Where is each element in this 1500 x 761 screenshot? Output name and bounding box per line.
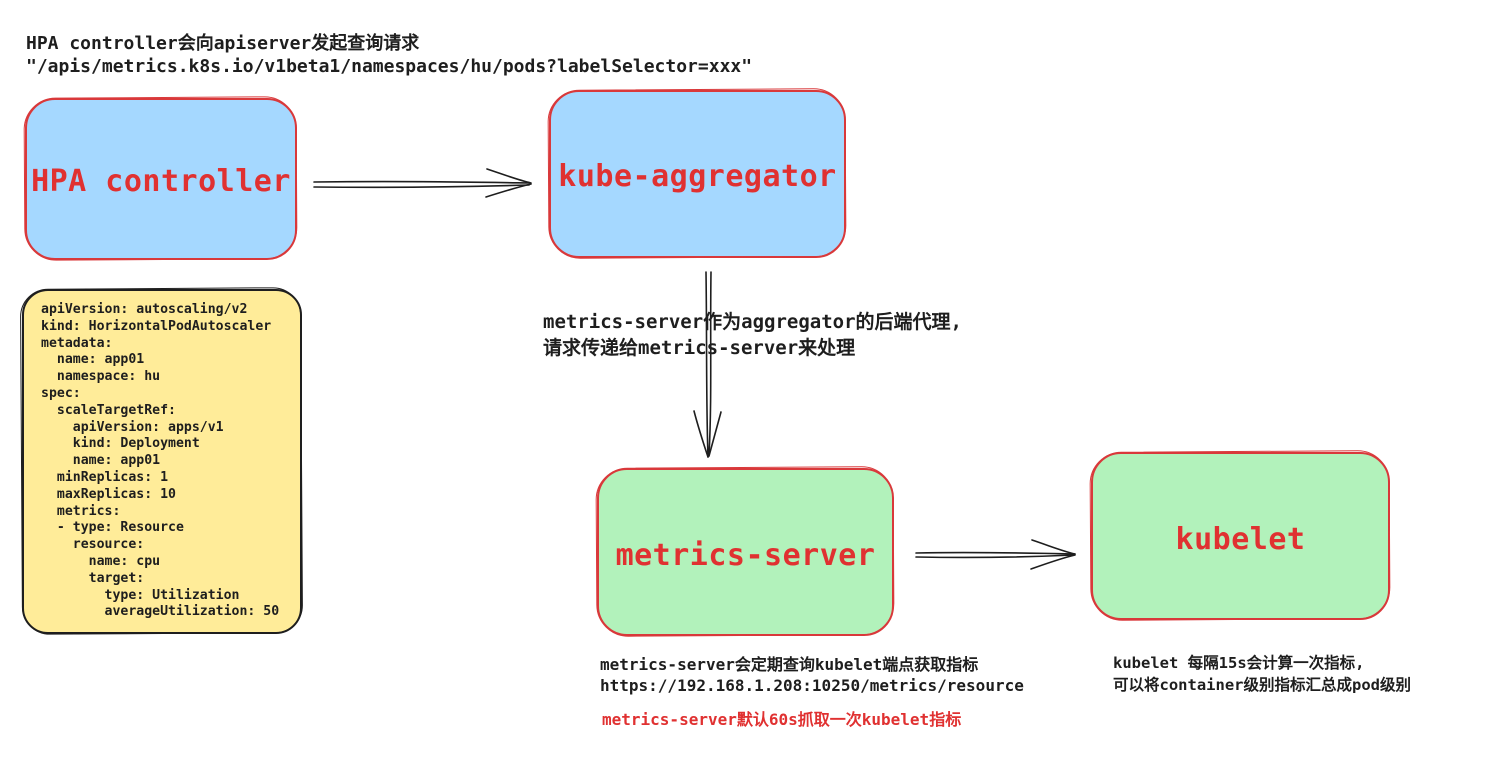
yaml-line: maxReplicas: 10 <box>41 486 176 502</box>
yaml-line: - type: Resource <box>41 520 184 536</box>
yaml-line: name: app01 <box>41 453 161 469</box>
metrics-server-note-line-2: https://192.168.1.208:10250/metrics/reso… <box>600 676 1024 695</box>
yaml-line: metadata: <box>41 335 113 351</box>
hpa-yaml-note: apiVersion: autoscaling/v2 kind: Horizon… <box>19 287 304 635</box>
yaml-line: metrics: <box>41 503 121 519</box>
hpa-yaml-code: apiVersion: autoscaling/v2 kind: Horizon… <box>41 302 279 621</box>
kube-aggregator-label: kube-aggregator <box>558 159 837 194</box>
header-line-1: HPA controller会向apiserver发起查询请求 <box>26 33 420 54</box>
aggregator-note-line-2: 请求传递给metrics-server来处理 <box>543 337 856 359</box>
kubelet-note-line-1: kubelet 每隔15s会计算一次指标, <box>1113 654 1365 672</box>
yaml-line: minReplicas: 1 <box>41 469 169 485</box>
yaml-line: name: cpu <box>41 553 161 569</box>
yaml-line: apiVersion: autoscaling/v2 <box>41 302 248 317</box>
yaml-line: type: Utilization <box>41 587 240 603</box>
hpa-controller-label: HPA controller <box>31 164 291 199</box>
header-line-2: "/apis/metrics.k8s.io/v1beta1/namespaces… <box>26 56 753 77</box>
aggregator-note-line-1: metrics-server作为aggregator的后端代理, <box>543 311 962 333</box>
hpa-controller-node[interactable]: HPA controller <box>23 96 298 261</box>
metrics-server-interval-note: metrics-server默认60s抓取一次kubelet指标 <box>602 710 962 729</box>
yaml-line: kind: HorizontalPodAutoscaler <box>41 318 272 334</box>
kubelet-note-line-2: 可以将container级别指标汇总成pod级别 <box>1113 676 1411 694</box>
yaml-line: name: app01 <box>41 352 145 368</box>
metrics-server-node[interactable]: metrics-server <box>595 466 895 637</box>
yaml-line: resource: <box>41 537 145 553</box>
arrow-hpa-to-aggregator <box>313 168 532 198</box>
yaml-line: scaleTargetRef: <box>41 402 176 418</box>
kubelet-node[interactable]: kubelet <box>1089 450 1391 621</box>
metrics-server-label: metrics-server <box>615 538 876 573</box>
arrow-metrics-server-to-kubelet <box>915 539 1076 570</box>
metrics-server-note-line-1: metrics-server会定期查询kubelet端点获取指标 <box>600 655 979 674</box>
yaml-line: spec: <box>41 385 81 401</box>
yaml-line: kind: Deployment <box>41 436 200 452</box>
kube-aggregator-node[interactable]: kube-aggregator <box>547 88 847 259</box>
yaml-line: apiVersion: apps/v1 <box>41 419 224 435</box>
yaml-line: target: <box>41 570 145 586</box>
yaml-line: averageUtilization: 50 <box>41 604 280 620</box>
yaml-line: namespace: hu <box>41 369 161 385</box>
arrow-aggregator-to-metrics-server <box>693 271 722 458</box>
kubelet-label: kubelet <box>1175 522 1306 557</box>
